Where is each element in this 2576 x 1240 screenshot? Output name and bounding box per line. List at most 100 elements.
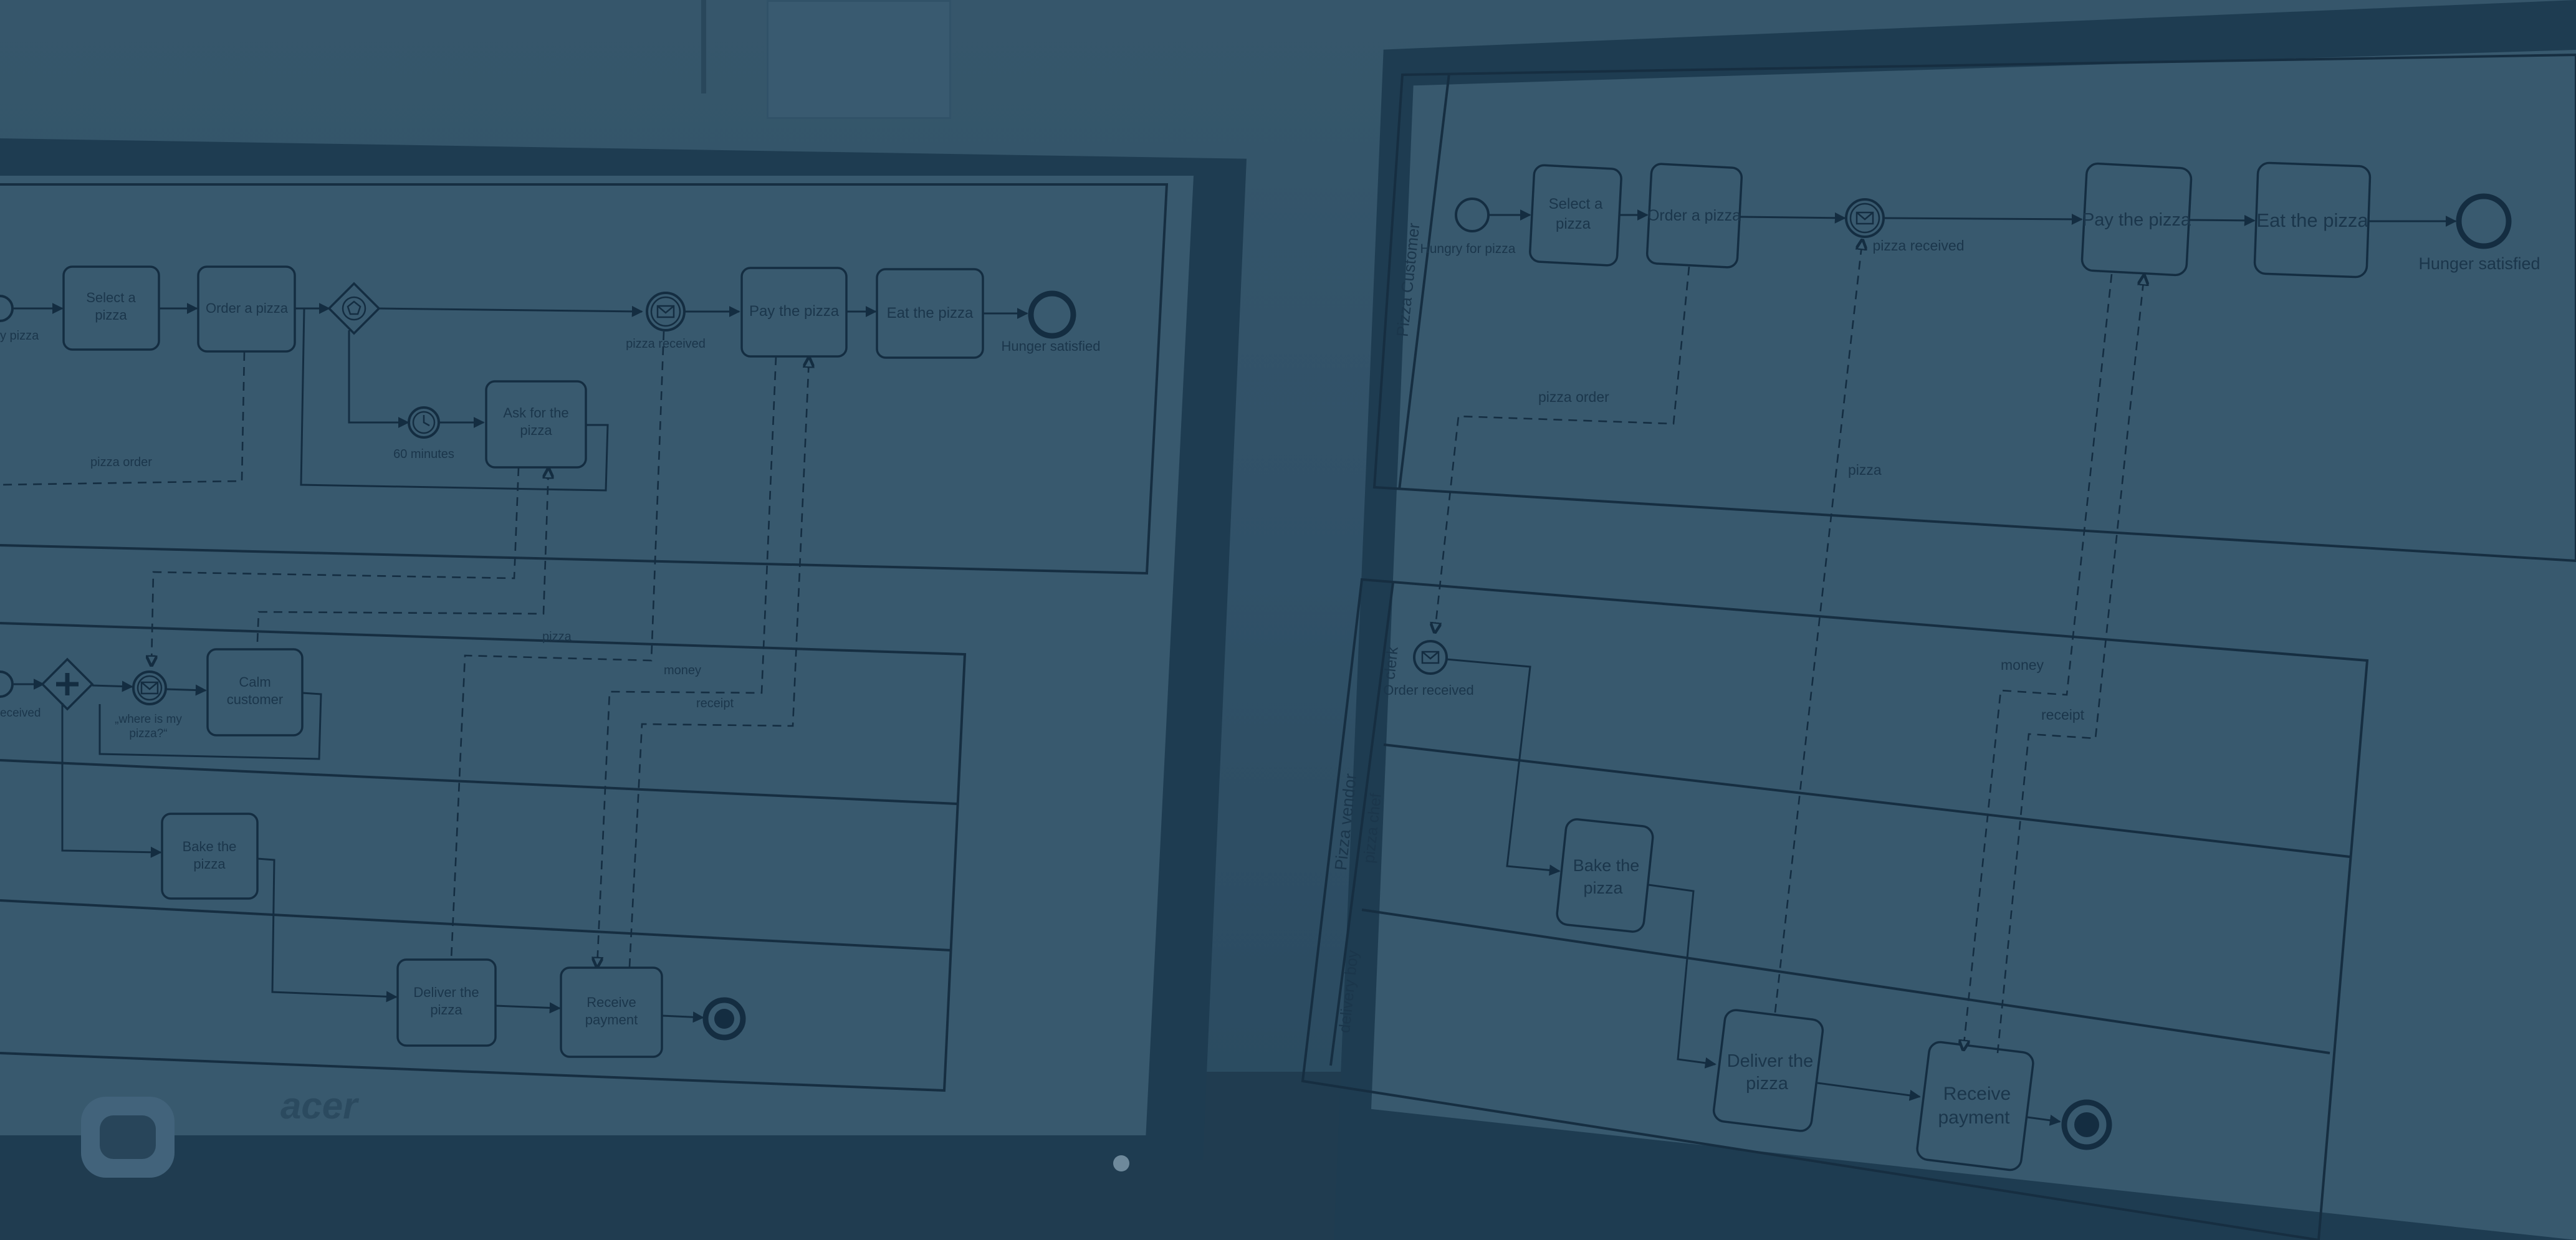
left-customer-pool — [0, 183, 1169, 575]
right-message-event-label: pizza received — [1872, 237, 1964, 254]
right-task-bake-pizza — [1556, 818, 1654, 933]
left-message-event-inner — [650, 296, 681, 327]
left-task-receive-line2: payment — [585, 1012, 638, 1028]
left-timer-label: 60 minutes — [393, 447, 454, 461]
right-customer-pool — [1372, 53, 2576, 563]
monitor-brand-logo: acer — [280, 1085, 358, 1127]
left-task-ask-line1: Ask for the — [503, 405, 568, 421]
left-start-event-label: y pizza — [0, 329, 39, 343]
right-task-deliver-line1: Deliver the — [1727, 1051, 1814, 1071]
right-task-select-line1: Select a — [1549, 196, 1603, 212]
left-start-event — [0, 295, 14, 322]
left-msg-flow-answer — [256, 469, 548, 642]
right-task-receive-line2: payment — [1938, 1107, 2010, 1128]
left-seq-flow — [348, 330, 409, 428]
right-task-bake-line1: Bake the — [1573, 856, 1640, 875]
left-where-event-inner — [136, 675, 163, 701]
left-seq-flow — [165, 684, 207, 696]
left-receipt-label: receipt — [696, 697, 734, 710]
left-task-bake-line2: pizza — [193, 856, 226, 872]
left-pizza-order-label: pizza order — [90, 455, 152, 469]
left-task-calm-line2: customer — [227, 692, 283, 707]
right-seq-flow — [1648, 884, 1717, 1069]
left-message-event-label: pizza received — [626, 337, 706, 351]
left-where-label-line2: pizza?“ — [129, 727, 167, 740]
right-vendor-pool — [1301, 578, 2369, 1240]
left-msg-flow-pizza — [450, 331, 665, 960]
left-task-calm-customer — [206, 648, 304, 737]
wall-paper-note — [767, 0, 951, 119]
left-task-calm-line1: Calm — [239, 674, 271, 690]
right-seq-flow — [1883, 213, 2083, 225]
left-msg-flow-money — [597, 356, 777, 967]
right-task-deliver-line2: pizza — [1746, 1074, 1789, 1094]
left-event-based-gateway — [327, 282, 381, 335]
left-vendor-start-event — [0, 670, 14, 698]
left-msg-flow-receipt — [628, 358, 809, 968]
left-vendor-start-label: eceived — [0, 707, 41, 720]
left-msg-flow-pizza-order — [0, 351, 246, 486]
right-task-bake-line2: pizza — [1583, 879, 1623, 897]
pentagon-icon — [347, 300, 362, 315]
right-seq-flow — [1817, 1082, 1921, 1101]
right-msg-flow-money — [1963, 274, 2113, 1050]
left-task-deliver-pizza — [396, 958, 497, 1047]
left-end-event — [1028, 290, 1076, 339]
right-receipt-label: receipt — [2041, 707, 2085, 723]
left-task-bake-pizza — [161, 813, 259, 900]
right-seq-flow — [2188, 214, 2256, 226]
right-msg-flow-pizza — [1774, 240, 1862, 1013]
right-seq-flow — [1446, 658, 1561, 876]
right-task-pay-pizza — [2080, 162, 2193, 277]
left-task-select-line1: Select a — [86, 290, 136, 305]
left-vendor-end-event-fill — [714, 1009, 734, 1029]
left-vendor-pool — [0, 622, 967, 1092]
right-task-eat-label: Eat the pizza — [2256, 209, 2368, 231]
right-task-receive-payment — [1916, 1041, 2034, 1171]
right-vendor-start-label: Order received — [1383, 682, 1474, 698]
left-lane-divider-1 — [0, 759, 957, 805]
right-end-event-label: Hunger satisfied — [2418, 254, 2540, 273]
left-task-select-line2: pizza — [95, 307, 127, 323]
monitor-power-led — [1113, 1155, 1129, 1171]
left-lane-divider-2 — [0, 899, 951, 951]
right-lane-divider-2 — [1361, 909, 2330, 1054]
right-message-event-inner — [1849, 203, 1880, 234]
left-pizza-flow-label: pizza — [542, 630, 572, 644]
right-lane-divider-1 — [1383, 743, 2350, 858]
right-seq-flow — [2027, 1114, 2061, 1126]
left-seq-flow — [257, 857, 398, 1003]
right-task-pay-label: Pay the pizza — [2082, 210, 2191, 230]
right-end-event — [2456, 193, 2512, 249]
event-based-gateway-icon — [342, 296, 366, 321]
right-start-event-label: Hungry for pizza — [1420, 242, 1516, 256]
left-task-eat-label: Eat the pizza — [887, 305, 974, 322]
right-vendor-pool-label-divider — [1329, 582, 1394, 1066]
right-customer-pool-label-divider — [1398, 73, 1450, 490]
right-msg-flow-pizza-order — [1435, 266, 1690, 632]
left-seq-flow — [378, 305, 643, 317]
parallel-gateway-icon — [56, 673, 79, 695]
clock-hands-icon — [423, 415, 430, 427]
left-task-ask-line2: pizza — [520, 422, 552, 438]
left-task-deliver-line2: pizza — [430, 1002, 462, 1018]
left-task-receive-line1: Receive — [587, 994, 636, 1010]
left-seq-flow — [92, 680, 133, 692]
left-task-receive-payment — [560, 966, 663, 1058]
left-where-label-line1: „where is my — [115, 713, 182, 726]
right-task-eat-pizza — [2253, 161, 2372, 279]
right-msg-flow-receipt — [1996, 275, 2144, 1054]
right-task-order-label: Order a pizza — [1647, 207, 1741, 224]
left-loop-flow-2 — [98, 692, 322, 760]
left-loop-flow — [300, 308, 609, 492]
right-vendor-end-event-fill — [2074, 1112, 2099, 1137]
left-seq-flow — [661, 1011, 704, 1023]
wall-fixture — [701, 0, 706, 93]
right-pizza-order-label: pizza order — [1538, 389, 1609, 405]
right-bpmn-diagram: Pizza Customer Hungry for pizza Select a… — [1301, 53, 2576, 1240]
right-lane-clerk-label: clerk — [1381, 646, 1401, 680]
robot-toy-face — [100, 1115, 156, 1159]
left-money-label: money — [664, 664, 701, 677]
timer-clock-icon — [412, 411, 436, 434]
